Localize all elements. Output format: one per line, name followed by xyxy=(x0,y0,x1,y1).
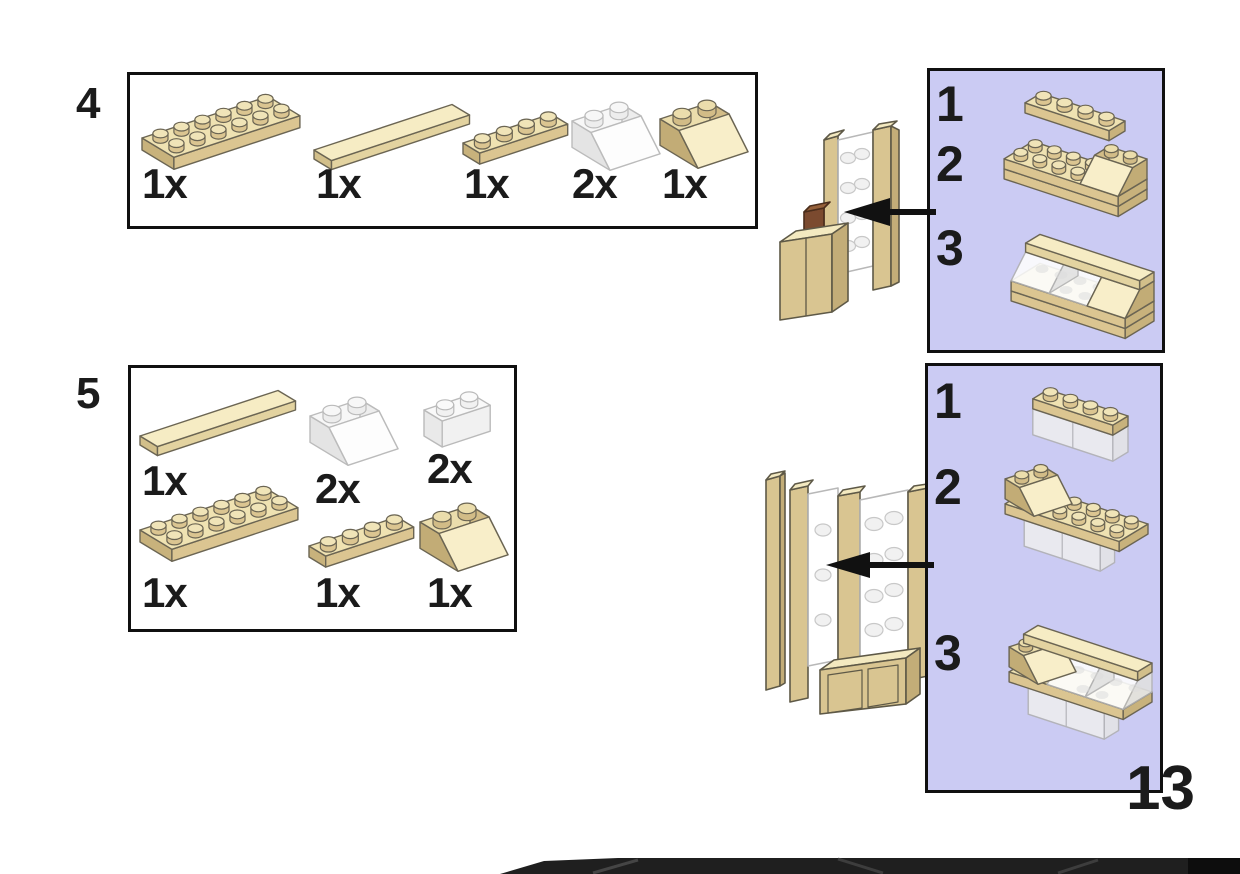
part-image-tile-1x6-tan xyxy=(139,389,297,457)
part-count: 1x xyxy=(427,569,473,616)
part-count: 2x xyxy=(572,160,618,207)
part-count: 1x xyxy=(315,569,361,616)
assembly-arrow-icon xyxy=(844,198,936,226)
step5-parts-box: 1x 2x 2x 1x 1x 1x xyxy=(128,365,517,632)
part-count: 1x xyxy=(142,457,188,504)
part-image-plate-1x4-tan xyxy=(308,514,415,568)
substep-number: 3 xyxy=(934,625,962,681)
assembly-arrow-icon xyxy=(826,552,934,578)
part-image-slope-2x2-tan xyxy=(419,502,509,573)
subassembly-image xyxy=(1010,233,1155,340)
substep-number: 3 xyxy=(936,220,964,276)
part-count: 1x xyxy=(316,160,362,207)
subassembly-image xyxy=(1003,139,1148,218)
page-number: 13 xyxy=(1126,754,1195,823)
substep-number: 2 xyxy=(934,459,962,515)
step-number-5: 5 xyxy=(76,369,101,418)
step4-parts-box: 1x 1x 1x 2x 1x xyxy=(127,72,758,229)
part-count: 1x xyxy=(662,160,708,207)
part-count: 1x xyxy=(142,160,188,207)
part-count: 1x xyxy=(464,160,510,207)
part-count: 2x xyxy=(427,445,473,492)
decorative-stripe xyxy=(500,857,1240,874)
subassembly-image xyxy=(1032,387,1129,462)
part-count: 1x xyxy=(142,569,188,616)
part-image-plate-2x6-tan xyxy=(141,93,301,171)
substep-number: 2 xyxy=(936,136,964,192)
substep-number: 1 xyxy=(936,76,964,132)
step-number-4: 4 xyxy=(76,79,101,128)
part-image-slope-2x2-clear xyxy=(571,101,661,172)
substep-panel-step4: 1 2 3 xyxy=(927,68,1165,353)
part-image-tile-1x6-tan xyxy=(313,103,471,171)
subassembly-image xyxy=(1004,463,1149,572)
part-image-slope-2x2-clear xyxy=(309,396,399,467)
model-image-step5 xyxy=(765,470,937,715)
subassembly-image xyxy=(1024,90,1126,142)
part-count: 2x xyxy=(315,465,361,512)
part-image-slope-2x2-tan xyxy=(659,99,749,170)
part-image-brick-1x2-clear xyxy=(423,391,491,448)
substep-panel-step5: 1 2 3 xyxy=(925,363,1163,793)
subassembly-image xyxy=(1008,624,1153,740)
part-image-plate-2x6-tan xyxy=(139,485,299,563)
substep-number: 1 xyxy=(934,373,962,429)
part-image-plate-1x4-tan xyxy=(462,111,569,165)
